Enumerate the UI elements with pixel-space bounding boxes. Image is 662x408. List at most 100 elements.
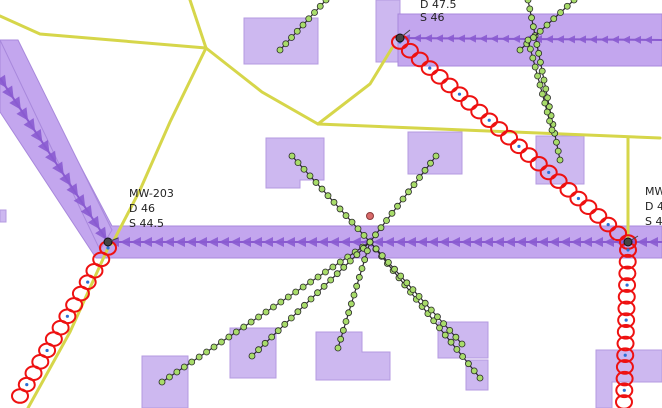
force-main-marker xyxy=(576,196,581,201)
lateral-node xyxy=(337,335,345,343)
lateral-node xyxy=(453,345,461,353)
force-main-loop xyxy=(440,77,459,94)
lateral-node xyxy=(240,323,248,331)
flow-arrow xyxy=(73,194,86,208)
flow-arrow xyxy=(285,237,295,247)
lateral-node xyxy=(287,314,295,322)
label-leader xyxy=(627,235,639,243)
force-main-loop xyxy=(450,86,469,102)
lateral-node xyxy=(391,265,398,273)
lateral-node xyxy=(247,318,255,326)
manhole-slope-label: S 4 xyxy=(645,215,662,228)
lateral-node xyxy=(546,117,553,125)
force-main-loop xyxy=(500,129,519,146)
lateral-node xyxy=(346,257,354,265)
flow-arrow xyxy=(175,237,185,247)
flow-arrow xyxy=(120,237,130,247)
force-main-loop xyxy=(616,347,635,364)
lateral-node xyxy=(255,346,262,354)
lateral-node xyxy=(353,251,361,259)
building xyxy=(595,349,662,408)
force-main-marker xyxy=(428,66,432,70)
force-main-loop xyxy=(617,288,636,305)
lateral-node xyxy=(516,46,524,54)
flow-arrow xyxy=(131,237,141,247)
flow-arrow xyxy=(406,237,416,247)
flow-arrow xyxy=(599,35,609,44)
force-main-loop xyxy=(559,182,578,198)
manhole-slope-label: S 46 xyxy=(420,11,444,24)
road xyxy=(316,46,394,126)
flow-arrow xyxy=(164,237,174,247)
lateral-node xyxy=(540,76,548,84)
force-main-marker xyxy=(86,280,90,284)
lateral-node xyxy=(543,21,551,29)
lateral-node xyxy=(299,21,307,29)
lateral-line xyxy=(369,241,463,345)
flow-arrow xyxy=(577,35,587,44)
manhole-depth-label: D 46 xyxy=(129,202,155,215)
lateral-node xyxy=(440,320,448,328)
flow-arrow xyxy=(9,96,21,110)
flow-arrow xyxy=(489,34,499,43)
lateral-node xyxy=(409,286,417,294)
flow-arrow xyxy=(450,237,460,247)
flow-arrow xyxy=(533,35,543,44)
force-main-marker xyxy=(606,223,610,227)
flow-arrow xyxy=(417,237,427,247)
lateral-node xyxy=(307,295,315,303)
flow-arrow xyxy=(95,226,107,241)
flow-arrow xyxy=(186,237,196,247)
lateral-node xyxy=(534,72,541,80)
manhole-label-mw-203: MW-203 D 46 S 44.5 xyxy=(129,187,174,230)
force-main-loop xyxy=(549,173,568,189)
lateral-node xyxy=(180,363,188,371)
lateral-node xyxy=(218,338,225,346)
flow-arrow xyxy=(483,237,493,247)
building xyxy=(315,331,391,381)
lateral-node xyxy=(311,9,318,16)
lateral-node xyxy=(314,289,321,297)
lateral-node xyxy=(421,166,429,174)
lateral-node xyxy=(458,340,466,348)
flow-arrow xyxy=(494,237,504,247)
lateral-node xyxy=(530,34,537,41)
lateral-node xyxy=(529,54,537,62)
lateral-node xyxy=(459,353,467,360)
lateral-node xyxy=(372,245,380,253)
lateral-node xyxy=(320,282,328,290)
flow-arrow xyxy=(373,237,383,247)
flow-arrow xyxy=(395,237,405,247)
lateral-node xyxy=(318,185,326,193)
lateral-node xyxy=(306,172,314,180)
building xyxy=(0,209,7,223)
lateral-node xyxy=(360,231,368,239)
lateral-node xyxy=(348,218,356,226)
lateral-node xyxy=(446,326,454,334)
lateral-node xyxy=(342,212,350,219)
force-main-layer xyxy=(11,34,637,408)
flow-arrow xyxy=(52,161,64,175)
lateral-node xyxy=(528,14,535,22)
manhole-slope-label: S 44.5 xyxy=(129,217,164,230)
lateral-node xyxy=(403,279,411,287)
lateral-node xyxy=(300,165,308,173)
force-main-marker xyxy=(517,144,521,148)
flow-arrow xyxy=(500,34,510,43)
flow-arrow xyxy=(555,35,565,44)
lateral-node xyxy=(544,94,551,102)
lateral-node xyxy=(158,378,166,386)
force-main-loop xyxy=(616,335,635,352)
flow-arrow xyxy=(511,34,521,43)
force-main-marker xyxy=(25,383,29,387)
force-main-loop xyxy=(470,103,489,120)
lateral-node xyxy=(322,268,329,276)
road xyxy=(188,0,208,50)
force-main-loop xyxy=(616,324,635,340)
lateral-node xyxy=(537,58,544,66)
flow-arrow xyxy=(648,237,658,247)
lateral-node xyxy=(210,343,218,351)
flow-arrow xyxy=(37,139,50,154)
force-main-marker xyxy=(626,248,630,252)
